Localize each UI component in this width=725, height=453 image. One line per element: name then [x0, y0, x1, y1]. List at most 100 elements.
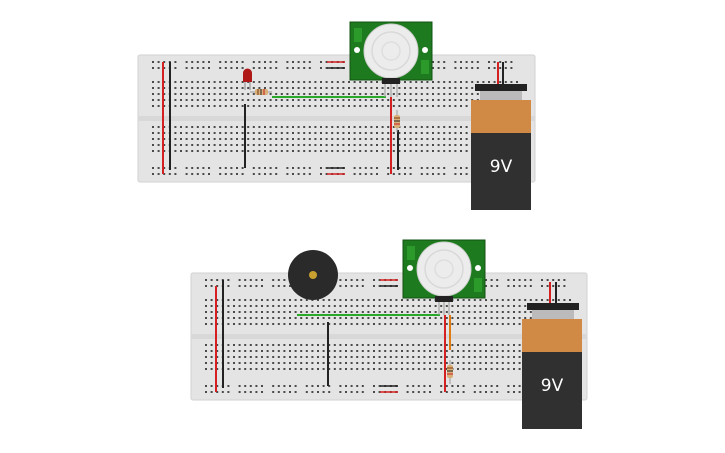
resistor[interactable] — [250, 89, 272, 95]
breadboard-hole — [261, 391, 263, 393]
breadboard-hole — [353, 173, 356, 175]
breadboard-hole — [261, 356, 263, 358]
breadboard-hole — [247, 105, 250, 107]
breadboard-hole — [300, 350, 303, 352]
breadboard-hole — [292, 138, 294, 140]
breadboard-hole — [252, 126, 255, 128]
breadboard-hole — [280, 132, 283, 134]
breadboard-hole — [367, 311, 370, 313]
resistor[interactable] — [394, 110, 400, 132]
breadboard-hole — [303, 126, 306, 128]
breadboard-hole — [205, 362, 207, 364]
buzzer[interactable] — [288, 250, 338, 300]
breadboard-hole — [210, 311, 213, 313]
breadboard-hole — [423, 299, 426, 301]
resistor[interactable] — [447, 360, 453, 384]
breadboard-hole — [412, 362, 415, 364]
breadboard-hole — [213, 99, 216, 101]
breadboard-hole — [174, 138, 177, 140]
breadboard-hole — [258, 105, 261, 107]
battery-clip — [475, 84, 527, 91]
breadboard-hole — [174, 150, 177, 152]
breadboard-hole — [378, 299, 381, 301]
breadboard-hole — [227, 391, 230, 393]
breadboard-hole — [460, 150, 462, 152]
breadboard-hole — [462, 323, 465, 325]
breadboard-hole — [216, 362, 219, 364]
pir-sensor[interactable] — [402, 239, 486, 315]
breadboard-hole — [255, 323, 258, 325]
breadboard-hole — [308, 99, 311, 101]
breadboard-hole — [283, 305, 286, 307]
breadboard-hole — [485, 362, 487, 364]
breadboard-hole — [353, 87, 356, 89]
breadboard-hole — [392, 132, 395, 134]
breadboard-hole — [468, 317, 471, 319]
breadboard-hole — [269, 173, 272, 175]
breadboard-hole — [205, 279, 207, 281]
breadboard-hole — [233, 344, 235, 346]
breadboard-hole — [317, 299, 319, 301]
breadboard-hole — [339, 356, 342, 358]
breadboard-hole — [331, 150, 334, 152]
breadboard-hole — [294, 385, 297, 387]
breadboard-hole — [163, 99, 166, 101]
breadboard-hole — [496, 279, 499, 281]
battery-9v[interactable]: 9V — [522, 282, 582, 429]
breadboard-hole — [233, 362, 235, 364]
breadboard-hole — [443, 132, 446, 134]
breadboard-hole — [457, 356, 459, 358]
breadboard-hole — [448, 93, 451, 95]
breadboard-hole — [409, 93, 412, 95]
breadboard-hole — [233, 299, 235, 301]
breadboard-hole — [174, 132, 177, 134]
breadboard-hole — [317, 311, 319, 313]
breadboard-hole — [507, 279, 510, 281]
breadboard-hole — [180, 138, 182, 140]
breadboard-hole — [488, 67, 490, 69]
breadboard-hole — [202, 167, 205, 169]
breadboard-hole — [415, 81, 418, 83]
breadboard-hole — [434, 317, 437, 319]
breadboard-hole — [317, 350, 319, 352]
breadboard-hole — [317, 344, 319, 346]
breadboard-hole — [272, 350, 275, 352]
breadboard-hole — [420, 150, 423, 152]
breadboard-hole — [236, 81, 238, 83]
breadboard-hole — [303, 99, 306, 101]
breadboard-hole — [513, 317, 515, 319]
breadboard-hole — [322, 317, 325, 319]
breadboard-hole — [468, 350, 471, 352]
breadboard-hole — [457, 299, 459, 301]
breadboard-hole — [404, 99, 406, 101]
breadboard-hole — [376, 126, 378, 128]
breadboard-hole — [224, 173, 227, 175]
led[interactable] — [243, 68, 252, 90]
breadboard-hole — [277, 362, 280, 364]
breadboard-hole — [325, 150, 328, 152]
breadboard-hole — [233, 317, 235, 319]
breadboard-hole — [303, 67, 306, 69]
breadboard-hole — [163, 150, 166, 152]
breadboard-hole — [297, 105, 300, 107]
breadboard-hole — [465, 126, 468, 128]
breadboard-hole — [238, 391, 241, 393]
breadboard-hole — [429, 299, 431, 301]
battery-9v[interactable]: 9V — [471, 62, 531, 210]
breadboard-hole — [507, 391, 510, 393]
breadboard-hole — [333, 362, 336, 364]
breadboard-hole — [513, 344, 515, 346]
breadboard-hole — [292, 105, 294, 107]
breadboard-hole — [286, 167, 289, 169]
breadboard-hole — [249, 368, 252, 370]
breadboard-hole — [236, 93, 238, 95]
breadboard-hole — [227, 317, 230, 319]
breadboard-hole — [191, 81, 194, 83]
pir-sensor[interactable] — [349, 21, 433, 97]
breadboard-hole — [294, 356, 297, 358]
breadboard-hole — [409, 87, 412, 89]
breadboard-hole — [434, 368, 437, 370]
breadboard-hole — [465, 144, 468, 146]
breadboard-hole — [423, 305, 426, 307]
breadboard-hole — [353, 105, 356, 107]
